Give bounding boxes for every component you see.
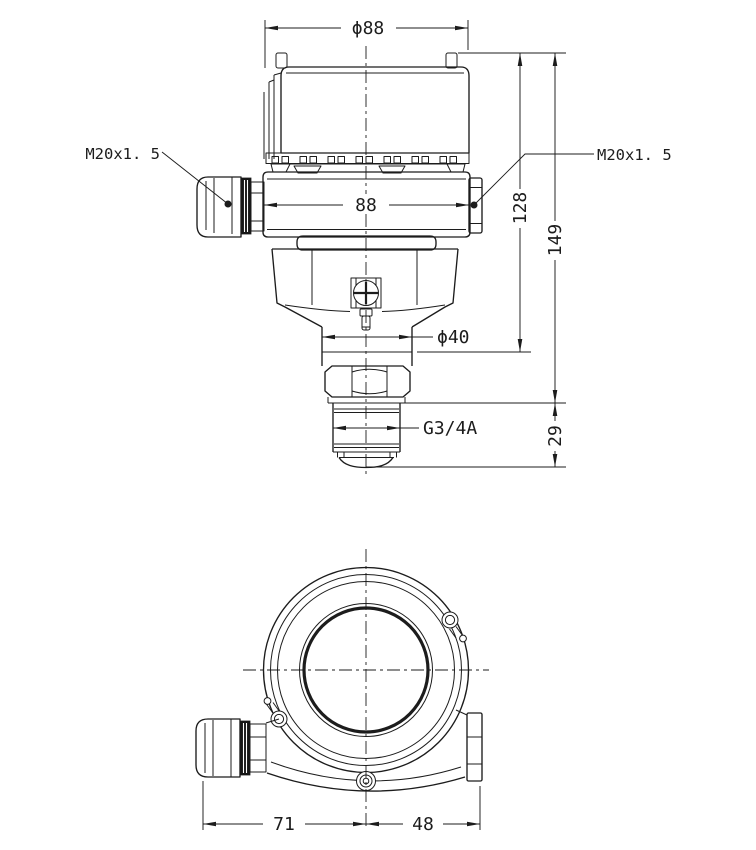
leader-dot-left (224, 200, 232, 208)
enclosure-body (262, 171, 483, 238)
enclosure-cap (263, 52, 470, 174)
lower-housing (271, 235, 459, 366)
dim-neck-diameter-text: ϕ40 (437, 327, 470, 348)
cap-knurl-band (265, 152, 470, 164)
dim-body-height: 128 (417, 52, 566, 353)
dim-body-height-text: 128 (510, 192, 531, 225)
dim-body-width-text: 88 (355, 195, 377, 216)
thread-relief-lines (334, 408, 399, 448)
hex-facet-edges (311, 249, 418, 305)
label-gland-right: M20x1. 5 (470, 146, 672, 209)
gland-knurl-ring-top (239, 720, 251, 776)
front-view: ϕ88 88 128 149 (85, 18, 672, 478)
leader-dot-right (470, 201, 478, 209)
cap-side-seams (263, 75, 275, 159)
latch-pin-bottom-left (263, 697, 272, 705)
dim-height-to-thread-text: 149 (545, 224, 566, 257)
dim-cap-diameter: ϕ88 (264, 18, 469, 68)
dim-neck-diameter: ϕ40 (322, 327, 470, 348)
cap-tab-right (445, 52, 458, 69)
latch-pin-top-right (459, 634, 467, 643)
dim-thread-length: 29 (366, 403, 566, 468)
dim-thread-spec: G3/4A (333, 418, 477, 439)
conduit-boss-right (468, 177, 483, 234)
housing-collar (296, 235, 437, 251)
conduit-boss-top-view (466, 712, 483, 782)
top-view: 71 48 (195, 549, 489, 835)
cover-screw-top-right (441, 611, 467, 643)
dim-height-to-thread: 149 (328, 53, 566, 404)
diaphragm-dome (338, 457, 394, 469)
dim-thread-length-text: 29 (545, 425, 566, 447)
gland-hex-collar (250, 181, 265, 232)
neck (321, 327, 413, 366)
gland-hex-collar-top (249, 723, 267, 773)
dim-cap-diameter-text: ϕ88 (352, 18, 385, 39)
dim-center-to-left-text: 71 (273, 814, 295, 835)
thread-g34 (327, 397, 406, 469)
dim-body-width: 88 (264, 194, 469, 216)
cable-gland-top-view (195, 718, 267, 778)
label-gland-right-text: M20x1. 5 (597, 146, 672, 164)
dim-center-to-right-text: 48 (412, 814, 434, 835)
gland-knurl-ring (240, 177, 252, 235)
cable-gland-left (196, 176, 265, 238)
label-gland-left: M20x1. 5 (85, 145, 232, 208)
dim-center-to-right: 48 (366, 786, 481, 835)
cap-tab-left (275, 52, 288, 69)
dim-thread-spec-text: G3/4A (423, 418, 477, 439)
process-hex-nut (324, 365, 411, 398)
label-gland-left-text: M20x1. 5 (85, 145, 160, 163)
dim-center-to-left: 71 (202, 781, 366, 835)
